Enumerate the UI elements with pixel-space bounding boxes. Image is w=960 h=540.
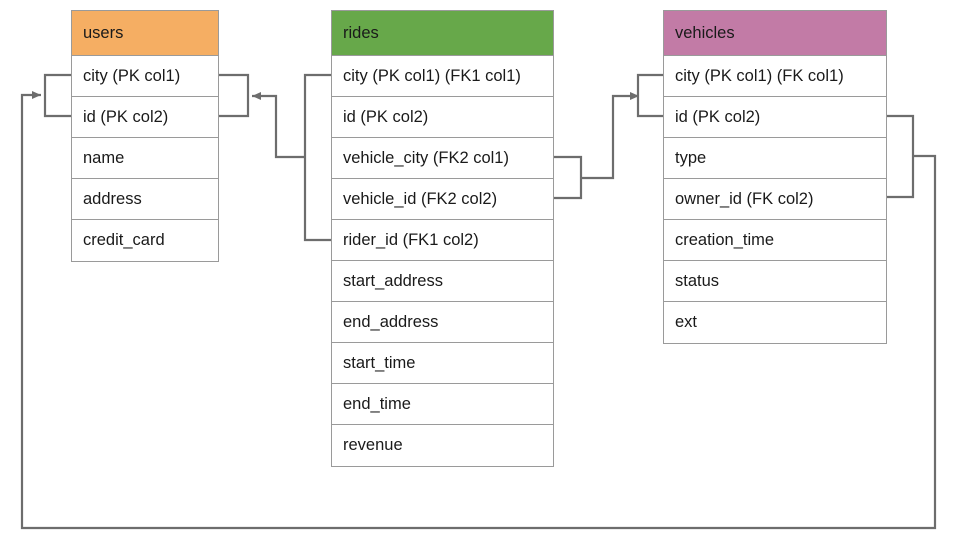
users-right-bracket xyxy=(219,73,250,118)
rides-left-bracket xyxy=(303,73,331,242)
rides-fk2-to-vehicles-link xyxy=(581,92,639,180)
table-users-column-name[interactable]: name xyxy=(72,138,218,179)
table-rides-column-vehicle-id[interactable]: vehicle_id (FK2 col2) xyxy=(332,179,553,220)
table-users-header: users xyxy=(72,11,218,56)
table-rides[interactable]: rides city (PK col1) (FK1 col1) id (PK c… xyxy=(331,10,554,467)
table-vehicles-column-ext[interactable]: ext xyxy=(664,302,886,343)
table-rides-column-rider-id[interactable]: rider_id (FK1 col2) xyxy=(332,220,553,261)
vehicles-left-bracket xyxy=(636,73,663,118)
table-users[interactable]: users city (PK col1) id (PK col2) name a… xyxy=(71,10,219,262)
vehicles-right-bracket xyxy=(887,114,915,199)
table-rides-column-revenue[interactable]: revenue xyxy=(332,425,553,466)
table-vehicles-column-city[interactable]: city (PK col1) (FK col1) xyxy=(664,56,886,97)
table-vehicles-column-creation-time[interactable]: creation_time xyxy=(664,220,886,261)
table-rides-column-city[interactable]: city (PK col1) (FK1 col1) xyxy=(332,56,553,97)
table-vehicles[interactable]: vehicles city (PK col1) (FK col1) id (PK… xyxy=(663,10,887,344)
table-users-column-city[interactable]: city (PK col1) xyxy=(72,56,218,97)
table-users-column-address[interactable]: address xyxy=(72,179,218,220)
rides-right-bracket xyxy=(554,155,583,200)
table-vehicles-column-id[interactable]: id (PK col2) xyxy=(664,97,886,138)
table-users-column-credit-card[interactable]: credit_card xyxy=(72,220,218,261)
users-left-bracket xyxy=(43,73,71,118)
table-rides-column-start-address[interactable]: start_address xyxy=(332,261,553,302)
table-vehicles-header: vehicles xyxy=(664,11,886,56)
table-vehicles-column-status[interactable]: status xyxy=(664,261,886,302)
table-vehicles-column-type[interactable]: type xyxy=(664,138,886,179)
table-rides-column-vehicle-city[interactable]: vehicle_city (FK2 col1) xyxy=(332,138,553,179)
table-rides-column-id[interactable]: id (PK col2) xyxy=(332,97,553,138)
table-rides-column-start-time[interactable]: start_time xyxy=(332,343,553,384)
table-rides-column-end-address[interactable]: end_address xyxy=(332,302,553,343)
table-users-column-id[interactable]: id (PK col2) xyxy=(72,97,218,138)
table-vehicles-column-owner-id[interactable]: owner_id (FK col2) xyxy=(664,179,886,220)
rides-fk1-to-users-link xyxy=(252,92,305,159)
table-rides-column-end-time[interactable]: end_time xyxy=(332,384,553,425)
table-rides-header: rides xyxy=(332,11,553,56)
